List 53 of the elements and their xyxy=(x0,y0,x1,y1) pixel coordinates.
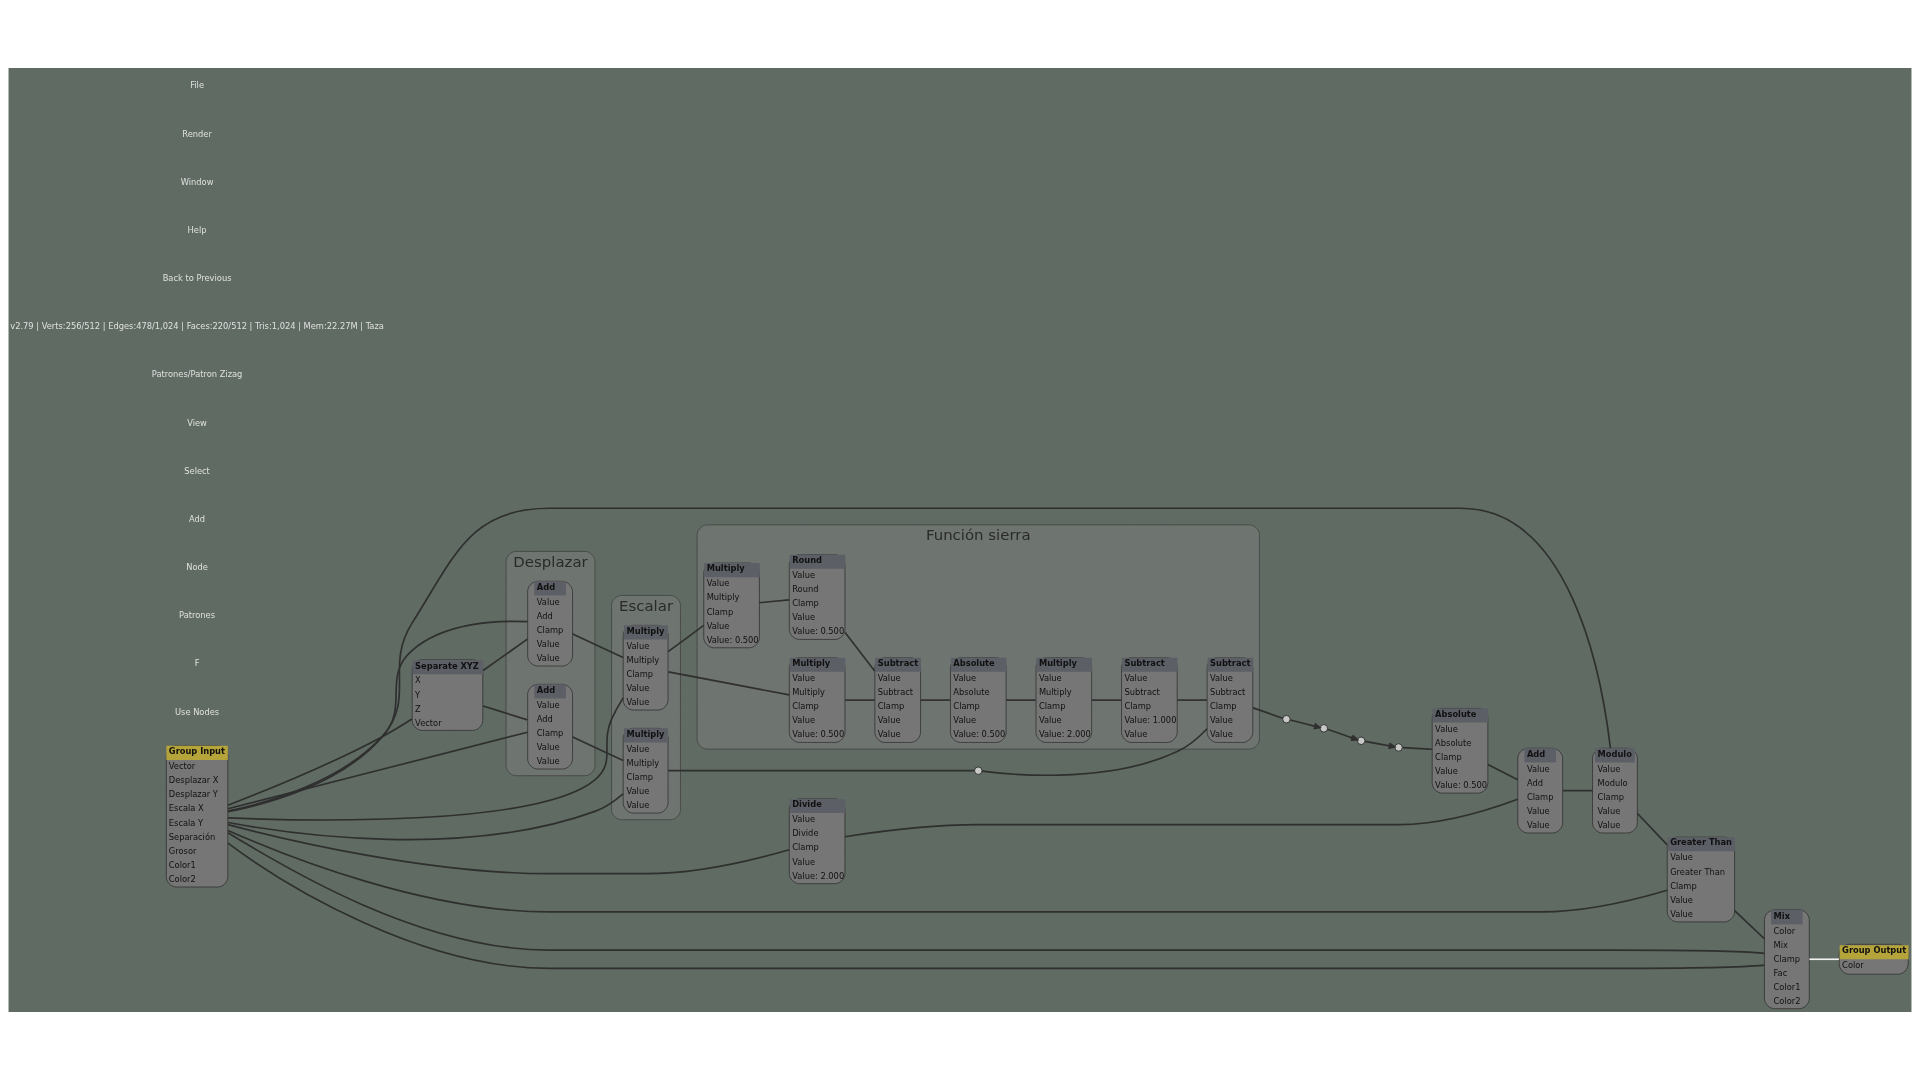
connector xyxy=(482,705,529,721)
connector xyxy=(227,792,624,841)
connector xyxy=(1562,789,1594,792)
connector xyxy=(919,699,952,701)
label: F xyxy=(194,658,200,669)
connector xyxy=(1733,909,1766,940)
connector xyxy=(1401,746,1433,751)
node-circle xyxy=(974,766,983,775)
label: Patrones xyxy=(179,610,216,621)
label: v2.79 | Verts:256/512 | Edges:478/1,024 | Faces:220/512 | Tris:1,024 | Mem:22.27M | Taza xyxy=(10,321,384,332)
connector xyxy=(571,633,624,659)
connector xyxy=(1005,699,1037,701)
connector xyxy=(667,624,705,653)
connector xyxy=(1636,812,1668,846)
label: Back to Previous xyxy=(162,273,232,284)
node-circle xyxy=(1282,715,1291,724)
node-circle xyxy=(1319,724,1328,733)
connector xyxy=(227,697,624,821)
label: Add xyxy=(189,513,206,524)
connector xyxy=(844,798,1519,838)
label: View xyxy=(187,417,207,428)
connector xyxy=(667,769,976,772)
node-circle xyxy=(1394,743,1403,752)
label: Node xyxy=(186,562,208,573)
connector xyxy=(844,631,876,672)
label: Patrones/Patron Zizag xyxy=(151,369,243,380)
connector xyxy=(1487,763,1519,781)
label: Select xyxy=(184,465,210,476)
connector xyxy=(1252,707,1284,719)
connector xyxy=(571,736,624,762)
connector xyxy=(667,671,791,696)
connector xyxy=(227,718,413,806)
connector xyxy=(482,638,529,672)
label: Help xyxy=(187,224,207,235)
connector xyxy=(227,823,791,875)
connector xyxy=(1090,699,1123,701)
connector xyxy=(844,699,876,701)
connector xyxy=(1808,958,1840,961)
arrow xyxy=(1326,728,1359,742)
connector xyxy=(227,831,1766,955)
label: Window xyxy=(180,176,214,187)
node-circle xyxy=(1357,736,1366,745)
connector xyxy=(1176,699,1208,701)
label: Render xyxy=(182,128,212,139)
connector xyxy=(227,842,1766,970)
connector xyxy=(981,727,1208,777)
label: Use Nodes xyxy=(175,706,220,717)
connector xyxy=(758,598,790,604)
label: File xyxy=(190,80,205,91)
arrow xyxy=(1364,740,1396,750)
connector xyxy=(227,620,529,812)
connector xyxy=(227,829,1669,913)
connector xyxy=(227,731,529,810)
